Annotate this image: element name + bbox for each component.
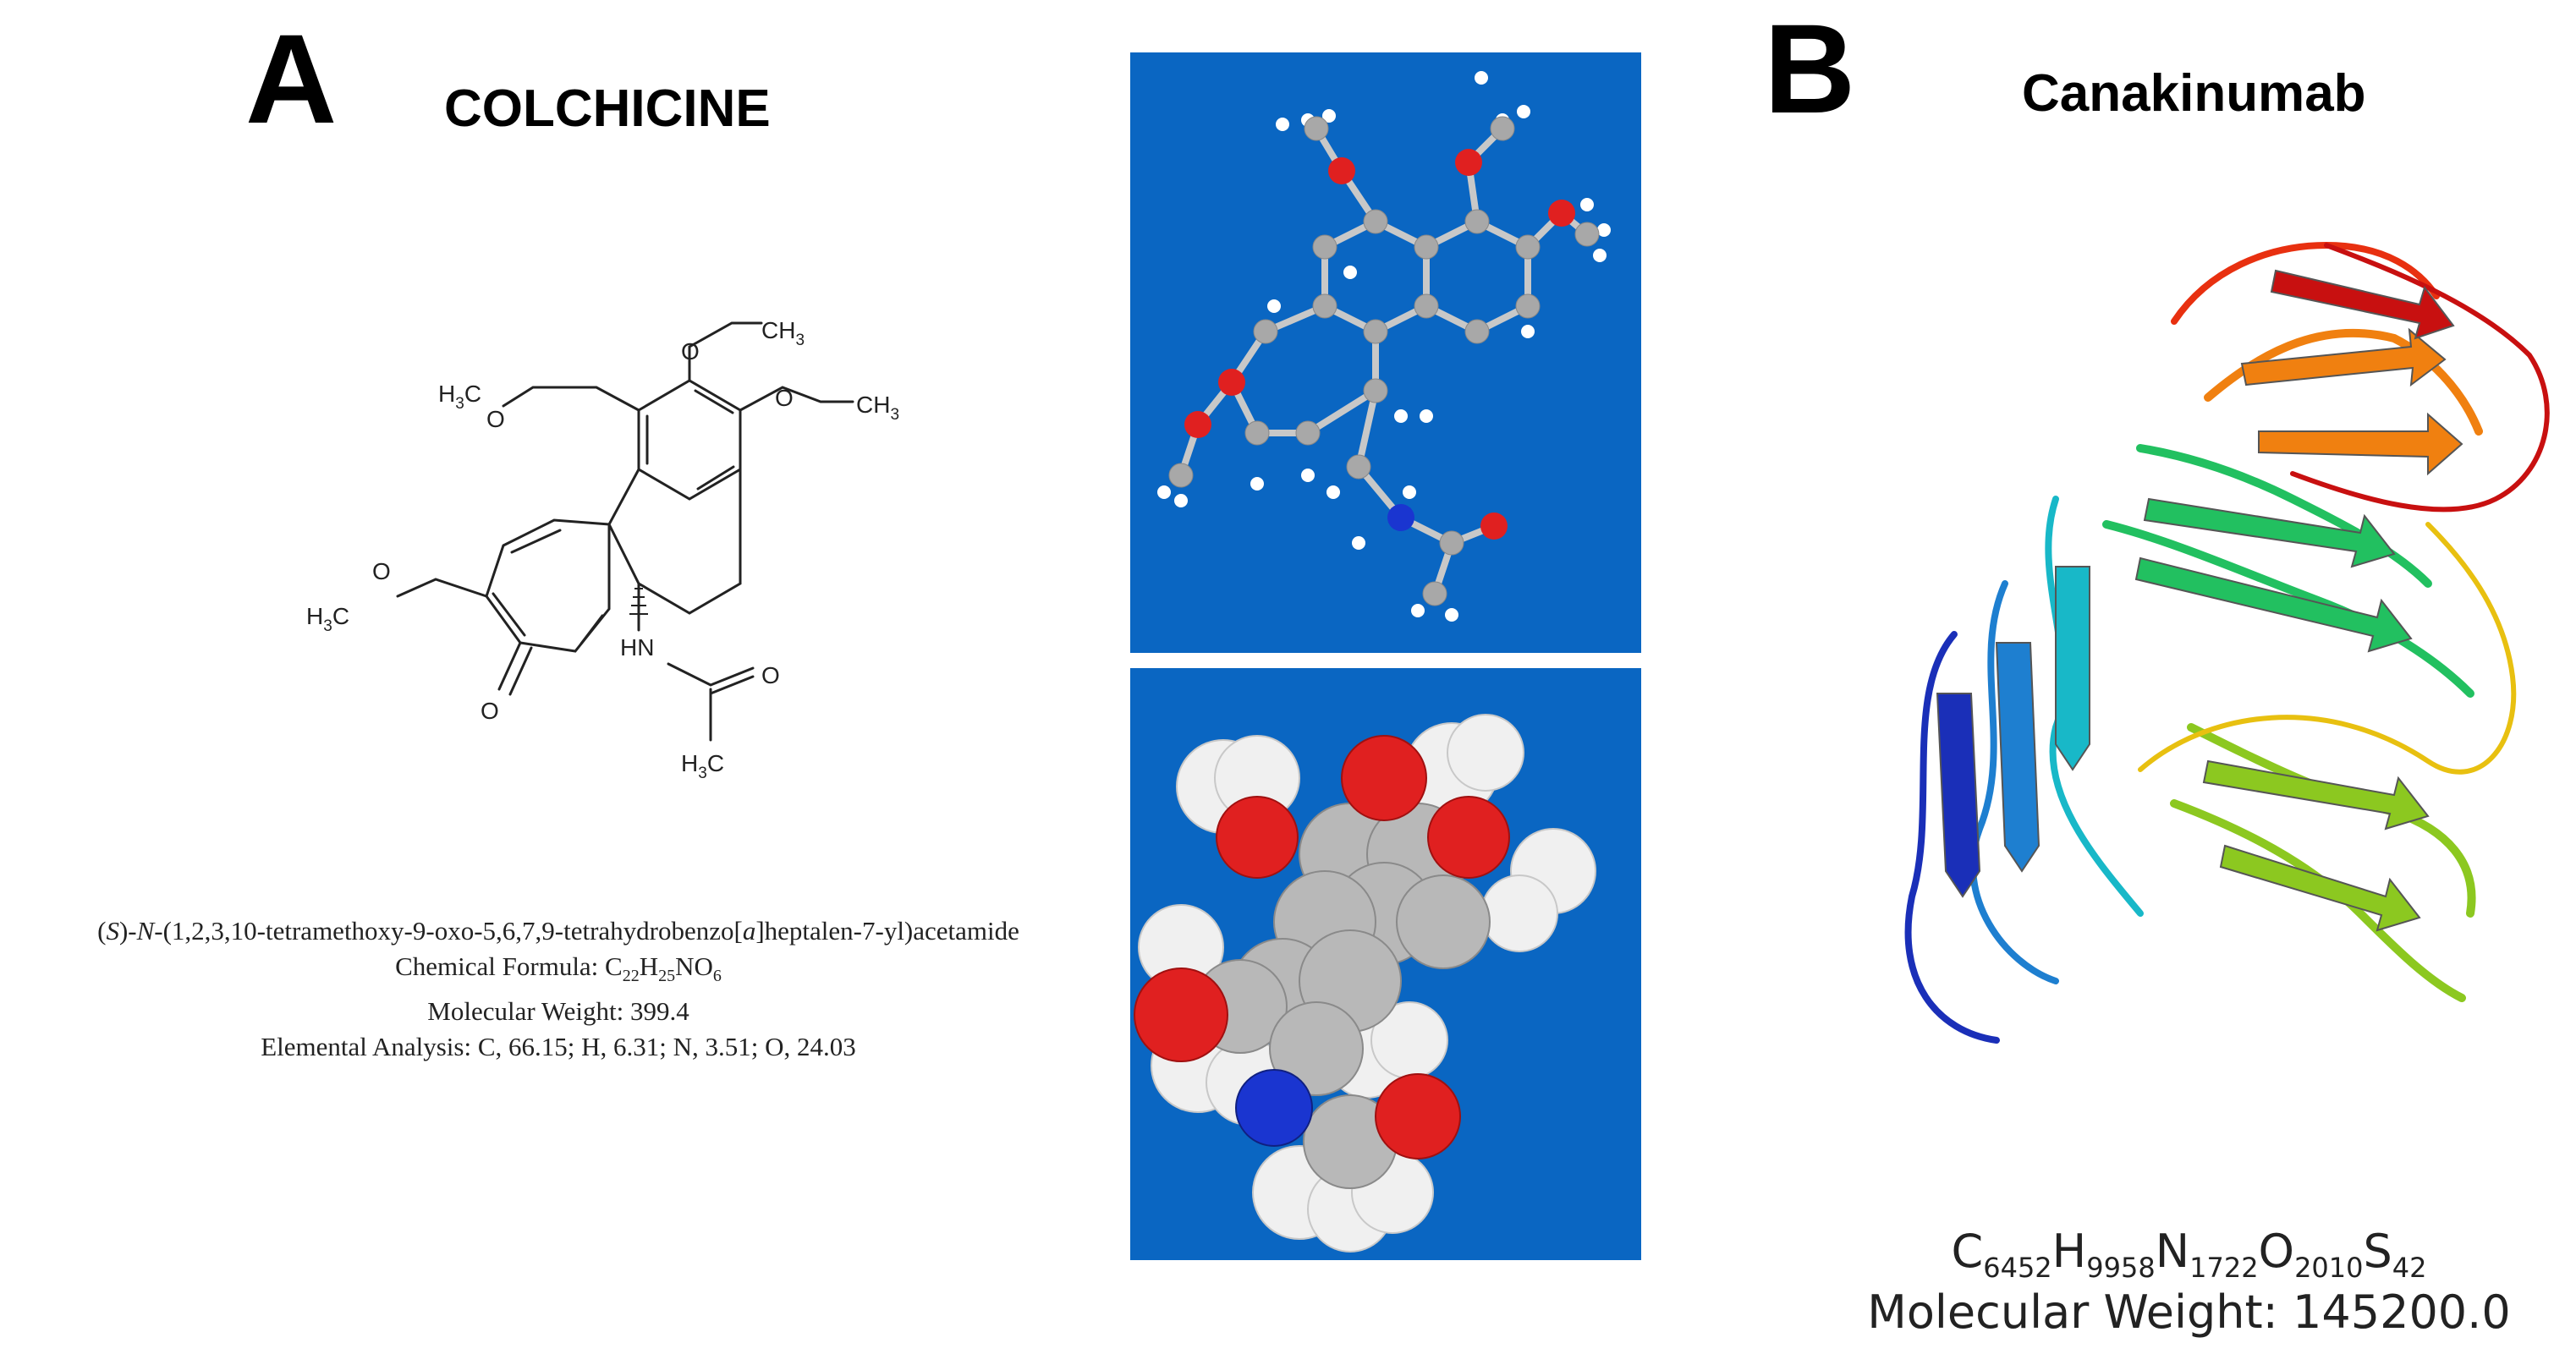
iupac-name: (S)-N-(1,2,3,10-tetramethoxy-9-oxo-5,6,7… — [97, 916, 1019, 946]
ball-and-stick-svg — [1157, 71, 1611, 622]
chemical-formula: Chemical Formula: C22H25NO6 — [395, 951, 722, 986]
h3c-left-label: H3C — [438, 381, 481, 413]
colchicine-skeletal-structure: O CH3 O CH3 H3C O O H3C O HN O H3C — [306, 317, 899, 782]
o-label-1: O — [681, 338, 700, 365]
o-label-4: O — [372, 558, 391, 584]
canakinumab-formula: C6452H9958N1722O2010S42 — [1951, 1225, 2427, 1284]
space-filling-model — [1130, 668, 1641, 1260]
o-amide-label: O — [761, 662, 780, 688]
o-ketone-label: O — [481, 698, 499, 724]
panel-b-title: Canakinumab — [2022, 64, 2366, 123]
ch3-right-label: CH3 — [856, 392, 899, 424]
elemental-analysis: Elemental Analysis: C, 66.15; H, 6.31; N… — [261, 1032, 856, 1062]
colchicine-info: (S)-N-(1,2,3,10-tetramethoxy-9-oxo-5,6,7… — [0, 913, 1117, 1065]
h3c-bottom-label: H3C — [681, 750, 724, 782]
panel-a-letter: A — [245, 8, 338, 150]
h3c-mid-label: H3C — [306, 603, 349, 635]
panel-b-letter: B — [1764, 0, 1856, 140]
molecular-weight-a: Molecular Weight: 399.4 — [427, 996, 689, 1027]
canakinumab-ribbon-diagram — [1904, 242, 2550, 1044]
ch3-top-label: CH3 — [761, 317, 805, 349]
panel-a-title: COLCHICINE — [444, 79, 771, 138]
molecular-weight-b: Molecular Weight: 145200.0 — [1867, 1285, 2511, 1339]
ball-and-stick-model — [1130, 52, 1641, 653]
hn-label: HN — [620, 634, 654, 661]
o-label-3: O — [486, 406, 505, 432]
space-filling-svg — [1134, 714, 1596, 1253]
o-label-2: O — [775, 385, 794, 411]
